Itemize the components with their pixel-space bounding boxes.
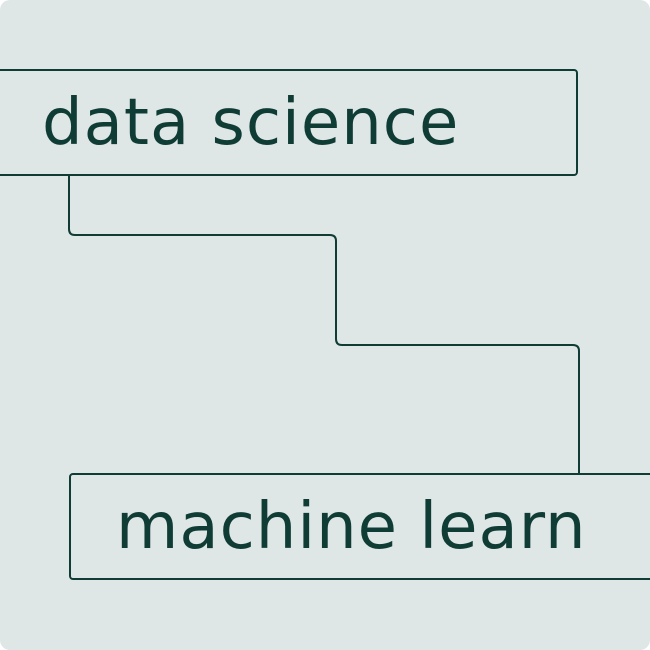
node-machine-learning: machine learn [69, 473, 650, 580]
node-data-science: data science [0, 69, 578, 176]
node-label-machine-learning: machine learn [116, 489, 587, 564]
node-label-data-science: data science [42, 85, 460, 160]
